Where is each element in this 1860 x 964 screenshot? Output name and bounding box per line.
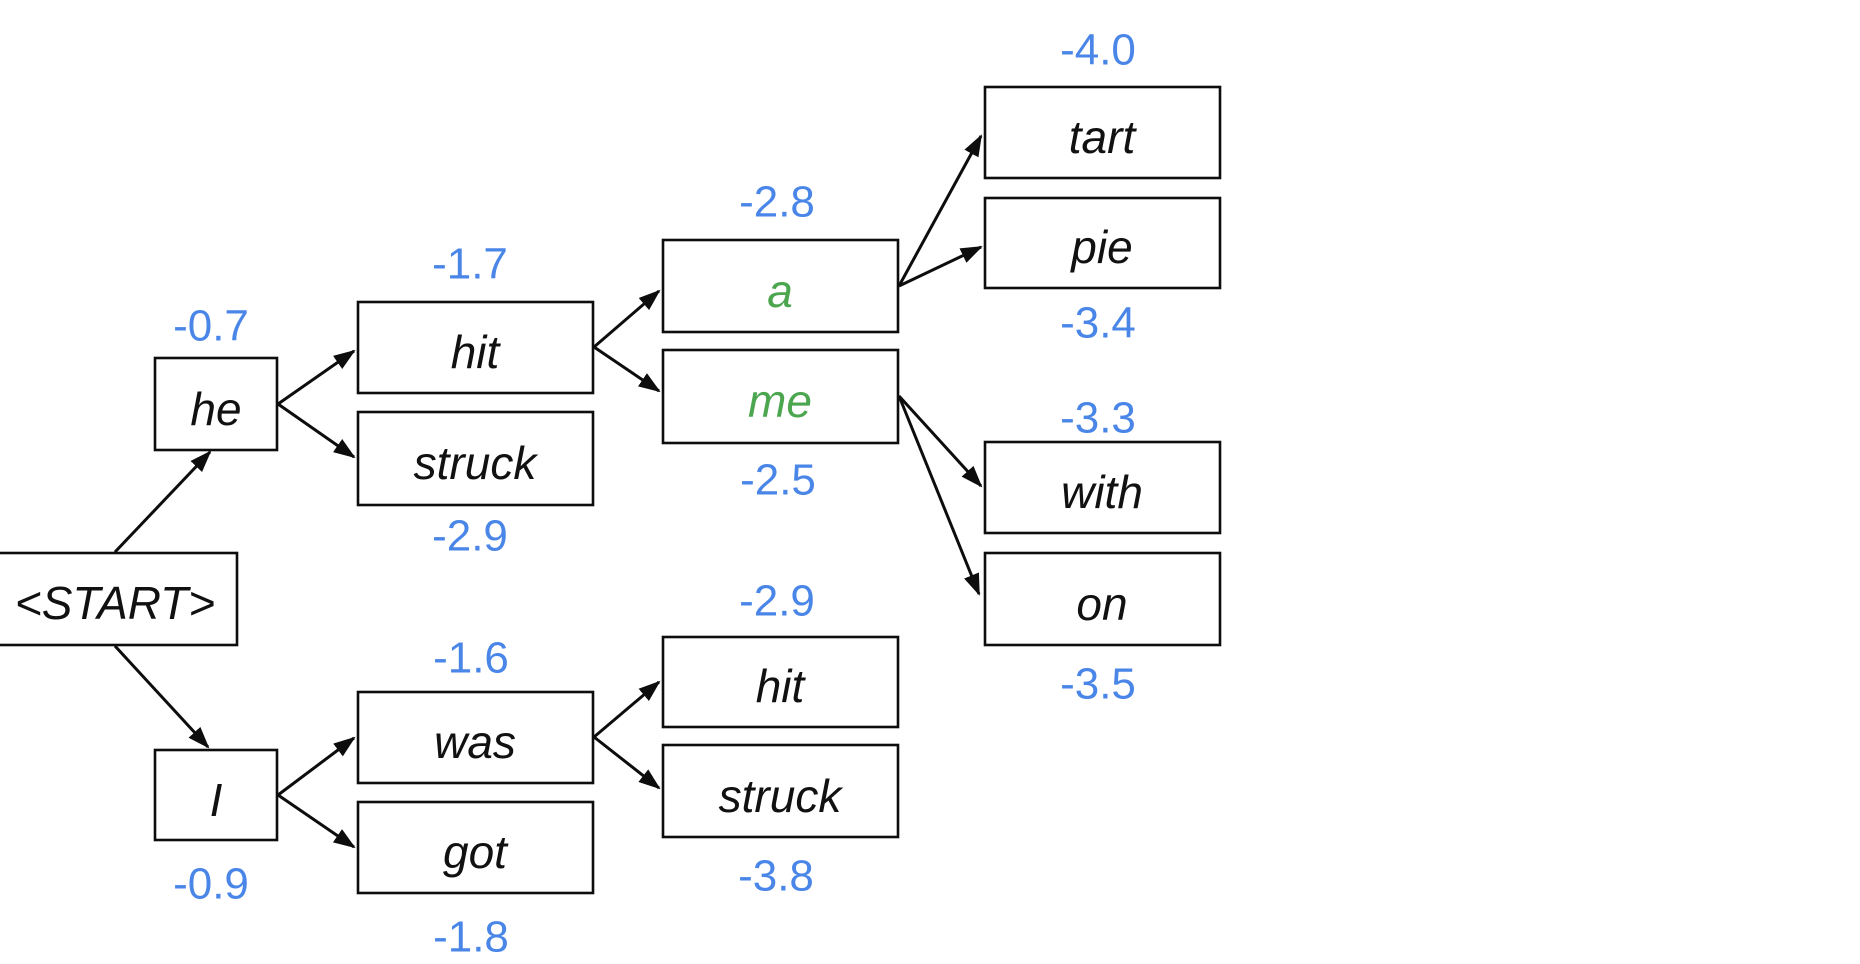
node-label-hit-top: hit: [451, 326, 502, 378]
score-struck-top: -2.9: [432, 512, 508, 561]
node-box-a: [661, 238, 900, 334]
node-was: was: [356, 690, 595, 785]
node-label-with: with: [1061, 466, 1143, 518]
nodes-layer: <START> he hit struck a me tart: [0, 85, 1222, 895]
score-with: -3.3: [1060, 394, 1136, 443]
node-box-tart: [983, 85, 1222, 180]
edge-he-hit: [277, 349, 356, 406]
score-a: -2.8: [739, 178, 815, 227]
score-pie: -3.4: [1060, 299, 1136, 348]
edge-start-i: [113, 644, 210, 749]
node-label-pie: pie: [1069, 221, 1132, 273]
node-label-hit-bottom: hit: [756, 660, 807, 712]
score-me: -2.5: [740, 456, 816, 505]
score-got: -1.8: [433, 913, 509, 962]
edge-start-he: [113, 450, 212, 554]
score-hit-top: -1.7: [432, 240, 508, 289]
edge-me-with: [897, 394, 983, 488]
node-me: me: [661, 348, 900, 445]
edge-hit-me: [593, 345, 661, 393]
node-box-he: [153, 356, 279, 452]
node-label-on: on: [1076, 578, 1127, 630]
node-i: I: [153, 748, 279, 842]
node-box-i: [153, 748, 279, 842]
node-label-me: me: [748, 375, 812, 427]
edge-hit-a: [593, 289, 661, 349]
node-struck-top: struck: [356, 410, 595, 507]
score-hit-bottom: -2.9: [739, 577, 815, 626]
node-pie: pie: [983, 196, 1222, 290]
node-box-hit-bottom: [661, 635, 900, 729]
edge-i-was: [277, 736, 356, 797]
score-tart: -4.0: [1060, 26, 1136, 75]
score-on: -3.5: [1060, 660, 1136, 709]
node-hit-top: hit: [356, 300, 595, 395]
node-on: on: [983, 551, 1222, 647]
node-he: he: [153, 356, 279, 452]
node-label-got: got: [443, 826, 509, 878]
node-label-struck-bottom: struck: [719, 770, 844, 822]
node-box-start: [0, 551, 239, 647]
node-box-was: [356, 690, 595, 785]
edge-he-struck: [277, 402, 356, 459]
node-label-i: I: [210, 774, 223, 826]
score-he: -0.7: [173, 302, 249, 351]
edge-was-hit: [593, 680, 661, 739]
node-label-tart: tart: [1069, 111, 1138, 163]
score-i: -0.9: [173, 860, 249, 909]
node-label-he: he: [190, 383, 241, 435]
edges-layer: [113, 134, 983, 849]
node-label-struck-top: struck: [414, 437, 539, 489]
edge-me-on: [897, 395, 981, 596]
node-box-with: [983, 440, 1222, 535]
score-struck-bottom: -3.8: [738, 852, 814, 901]
node-tart: tart: [983, 85, 1222, 180]
node-label-start: <START>: [15, 577, 215, 629]
node-box-me: [661, 348, 900, 445]
edge-a-pie: [898, 245, 983, 288]
node-with: with: [983, 440, 1222, 535]
node-start: <START>: [0, 551, 239, 647]
node-a: a: [661, 238, 900, 334]
scores-layer: -0.7 -1.7 -2.9 -2.8 -2.5 -4.0 -3.4 -3.3 …: [173, 26, 1136, 962]
edge-i-got: [277, 793, 356, 849]
edge-a-tart: [897, 134, 983, 287]
node-label-a: a: [767, 265, 793, 317]
edge-was-struck: [593, 735, 661, 790]
node-hit-bottom: hit: [661, 635, 900, 729]
score-was: -1.6: [433, 634, 509, 683]
node-box-got: [356, 800, 595, 895]
node-box-hit-top: [356, 300, 595, 395]
node-got: got: [356, 800, 595, 895]
node-box-struck-top: [356, 410, 595, 507]
node-struck-bottom: struck: [661, 743, 900, 839]
node-box-pie: [983, 196, 1222, 290]
node-box-on: [983, 551, 1222, 647]
node-box-struck-bottom: [661, 743, 900, 839]
node-label-was: was: [434, 716, 516, 768]
